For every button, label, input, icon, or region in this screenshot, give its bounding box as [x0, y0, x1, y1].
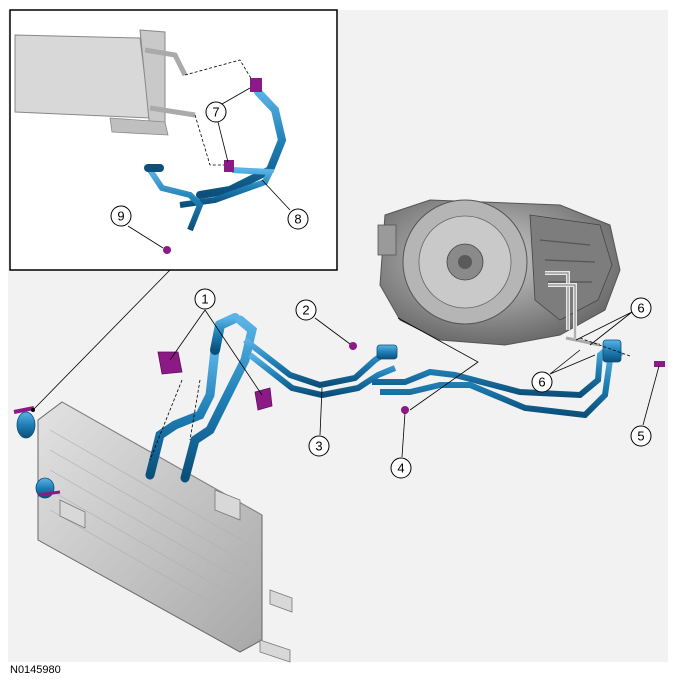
- cooler-tubes: [145, 313, 624, 483]
- callout-5: 5: [630, 365, 660, 447]
- transmission-fittings: [545, 271, 601, 347]
- callout-4: 4: [390, 412, 412, 479]
- transmission: [377, 199, 621, 346]
- detail-inset: [9, 9, 338, 271]
- callout-2: 2: [295, 299, 351, 345]
- transmission-oil-cooler: [13, 401, 293, 663]
- callout-2-label: 2: [302, 303, 309, 318]
- callout-3-label: 3: [315, 439, 322, 454]
- callout-9: 9: [110, 205, 164, 249]
- callout-6-lower-label: 6: [538, 375, 545, 390]
- figure-id: N0145980: [10, 664, 61, 676]
- callout-4-label: 4: [397, 461, 404, 476]
- callout-8-label: 8: [294, 212, 301, 227]
- callout-6-upper: 6: [575, 297, 652, 346]
- callout-6-lower: 6: [531, 349, 596, 393]
- inset-leader: [32, 269, 171, 411]
- callout-5-label: 5: [637, 429, 644, 444]
- callout-1-label: 1: [201, 292, 208, 307]
- inset-leader-dot: [31, 408, 35, 412]
- connector-lines: [149, 317, 631, 461]
- callout-6-upper-label: 6: [637, 301, 644, 316]
- clips-main: [157, 342, 665, 414]
- callout-8: 8: [261, 179, 309, 230]
- callout-7-label: 7: [212, 105, 219, 120]
- callout-7: 7: [205, 87, 251, 163]
- callout-9-label: 9: [117, 209, 124, 224]
- callout-1: 1: [169, 288, 263, 396]
- callout-3: 3: [308, 387, 330, 457]
